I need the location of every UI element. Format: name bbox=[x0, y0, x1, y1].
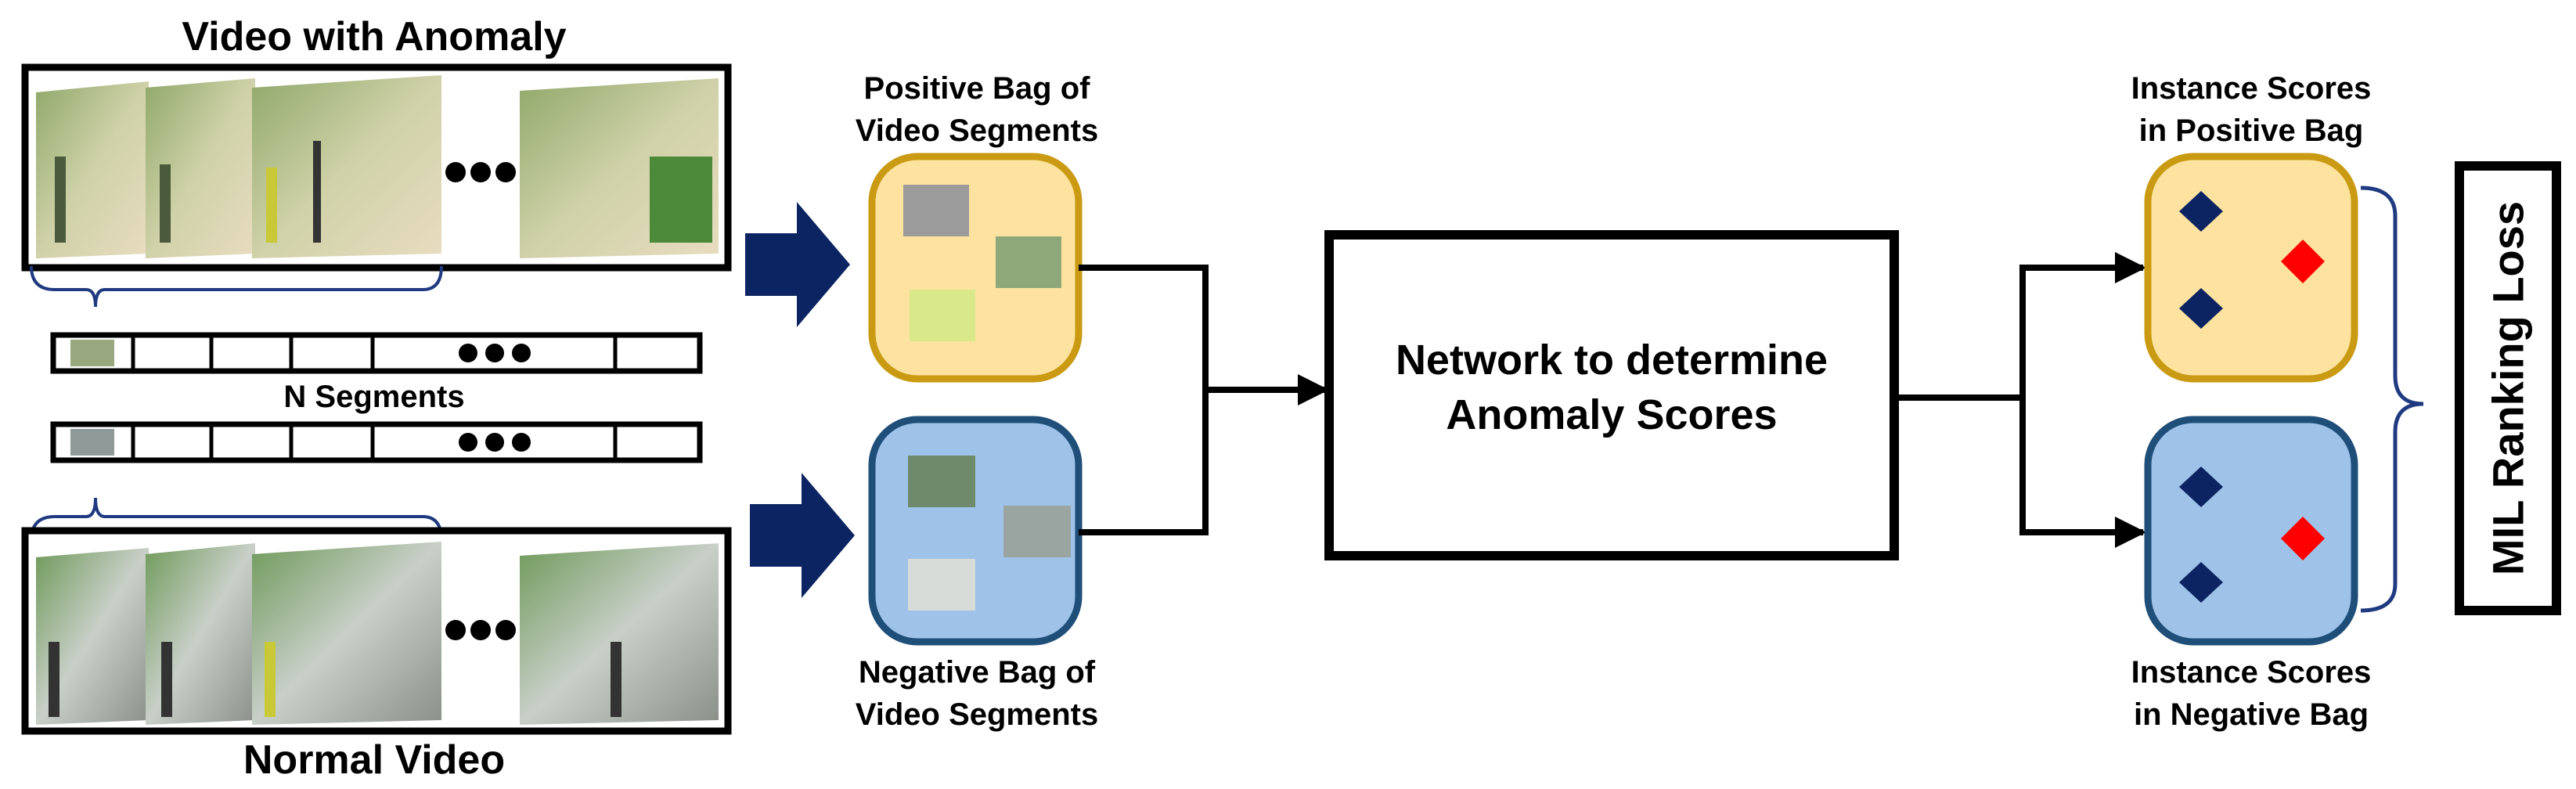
anomaly-video-strip bbox=[21, 63, 732, 272]
negative-bag-segment-thumb bbox=[1003, 506, 1071, 557]
mil-ranking-loss-box bbox=[2455, 161, 2561, 615]
positive-scores-label-line1: Instance Scores bbox=[2131, 71, 2372, 106]
positive-scores-label-line2: in Positive Bag bbox=[2139, 113, 2364, 148]
negative-bag-label-line2: Video Segments bbox=[856, 697, 1098, 732]
diamond-icon bbox=[2179, 288, 2223, 329]
normal-frame-3 bbox=[252, 542, 441, 725]
anomaly-frame-last bbox=[520, 78, 719, 258]
segments-label: N Segments bbox=[283, 380, 464, 414]
network-box bbox=[1324, 230, 1899, 560]
segments-bar-top bbox=[50, 332, 703, 374]
network-label-line2: Anomaly Scores bbox=[1446, 391, 1777, 438]
negative-bag-segment-thumb bbox=[908, 456, 975, 507]
negative-bag-label-line1: Negative Bag of bbox=[859, 655, 1096, 690]
block-arrow-icon bbox=[745, 202, 850, 327]
diamond-icon bbox=[2179, 467, 2223, 507]
anomaly-frame-2 bbox=[146, 78, 255, 258]
connector-positive-to-network bbox=[1079, 265, 1209, 390]
block-arrow-icon bbox=[750, 473, 855, 598]
curly-brace-icon bbox=[30, 265, 443, 308]
mil-ranking-loss-label: MIL Ranking Loss bbox=[2484, 201, 2533, 575]
ellipsis-dots-icon bbox=[445, 620, 516, 640]
normal-video-title: Normal Video bbox=[243, 737, 505, 783]
negative-bag-segment-thumb bbox=[908, 559, 975, 611]
anomaly-video-title: Video with Anomaly bbox=[182, 14, 566, 59]
diamond-icon bbox=[2179, 562, 2223, 603]
diamond-icon bbox=[2281, 517, 2325, 560]
negative-scores-bag bbox=[2144, 416, 2358, 646]
positive-bag-segment-thumb bbox=[903, 185, 969, 236]
negative-bag bbox=[868, 416, 1083, 646]
ellipsis-dots-icon bbox=[445, 162, 516, 182]
positive-bag-segment-thumb bbox=[910, 290, 975, 341]
negative-scores-label-line1: Instance Scores bbox=[2131, 655, 2372, 690]
normal-frame-1 bbox=[36, 548, 149, 725]
normal-video-strip bbox=[21, 527, 732, 735]
positive-scores-bag bbox=[2144, 153, 2358, 383]
normal-frame-2 bbox=[146, 543, 255, 725]
positive-bag-label-line2: Video Segments bbox=[856, 113, 1098, 148]
connector-negative-to-network bbox=[1079, 390, 1209, 535]
segments-bar-bottom bbox=[50, 421, 703, 463]
anomaly-frame-1 bbox=[36, 81, 149, 258]
positive-bag-segment-thumb bbox=[996, 236, 1061, 288]
diamond-icon bbox=[2179, 191, 2223, 232]
normal-frame-last bbox=[520, 543, 719, 725]
diamond-icon bbox=[2281, 240, 2325, 283]
positive-bag-label-line1: Positive Bag of bbox=[864, 71, 1091, 106]
curly-brace-icon bbox=[30, 497, 443, 541]
network-label-line1: Network to determine bbox=[1396, 337, 1828, 384]
curly-brace-icon bbox=[2360, 186, 2424, 613]
negative-scores-label-line2: in Negative Bag bbox=[2134, 697, 2369, 732]
anomaly-frame-3 bbox=[252, 75, 441, 258]
positive-bag bbox=[868, 153, 1083, 383]
